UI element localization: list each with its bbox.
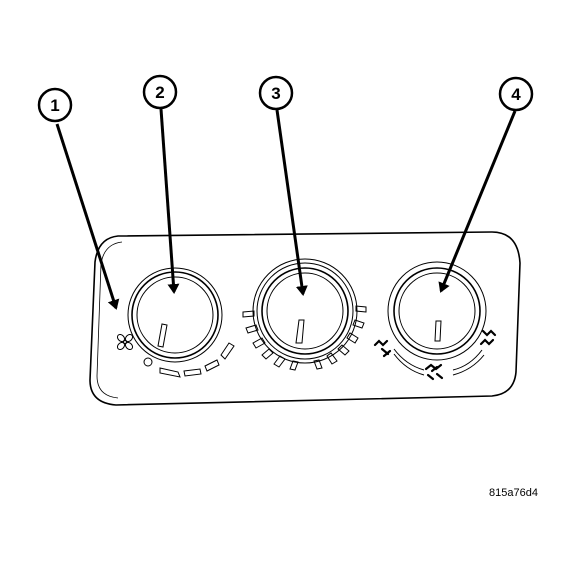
leader-lines bbox=[55, 108, 517, 310]
callout-2: 2 bbox=[142, 74, 178, 110]
mode-knob[interactable] bbox=[252, 258, 358, 364]
fan-icon bbox=[116, 333, 134, 351]
leader-line-1 bbox=[55, 123, 120, 310]
leader-line-4 bbox=[438, 110, 517, 293]
callout-1: 1 bbox=[37, 87, 73, 123]
callout-number: 1 bbox=[50, 96, 59, 115]
blower-scale bbox=[143, 342, 235, 378]
callout-number: 3 bbox=[271, 84, 280, 103]
air-distribution-knob[interactable] bbox=[387, 261, 487, 361]
callout-number: 2 bbox=[155, 83, 164, 102]
mode-scale bbox=[242, 305, 367, 371]
callout-3: 3 bbox=[258, 75, 294, 111]
blower-knob[interactable] bbox=[127, 267, 223, 363]
panel-floor-icon bbox=[479, 329, 497, 346]
callout-4: 4 bbox=[498, 76, 534, 112]
figure-code: 815a76d4 bbox=[489, 487, 538, 499]
leader-line-3 bbox=[275, 109, 308, 296]
air-distribution-scale bbox=[393, 348, 485, 376]
callout-number: 4 bbox=[511, 85, 521, 104]
leader-line-2 bbox=[159, 108, 180, 294]
defrost-icon bbox=[424, 363, 444, 381]
defrost-floor-icon bbox=[373, 339, 392, 358]
